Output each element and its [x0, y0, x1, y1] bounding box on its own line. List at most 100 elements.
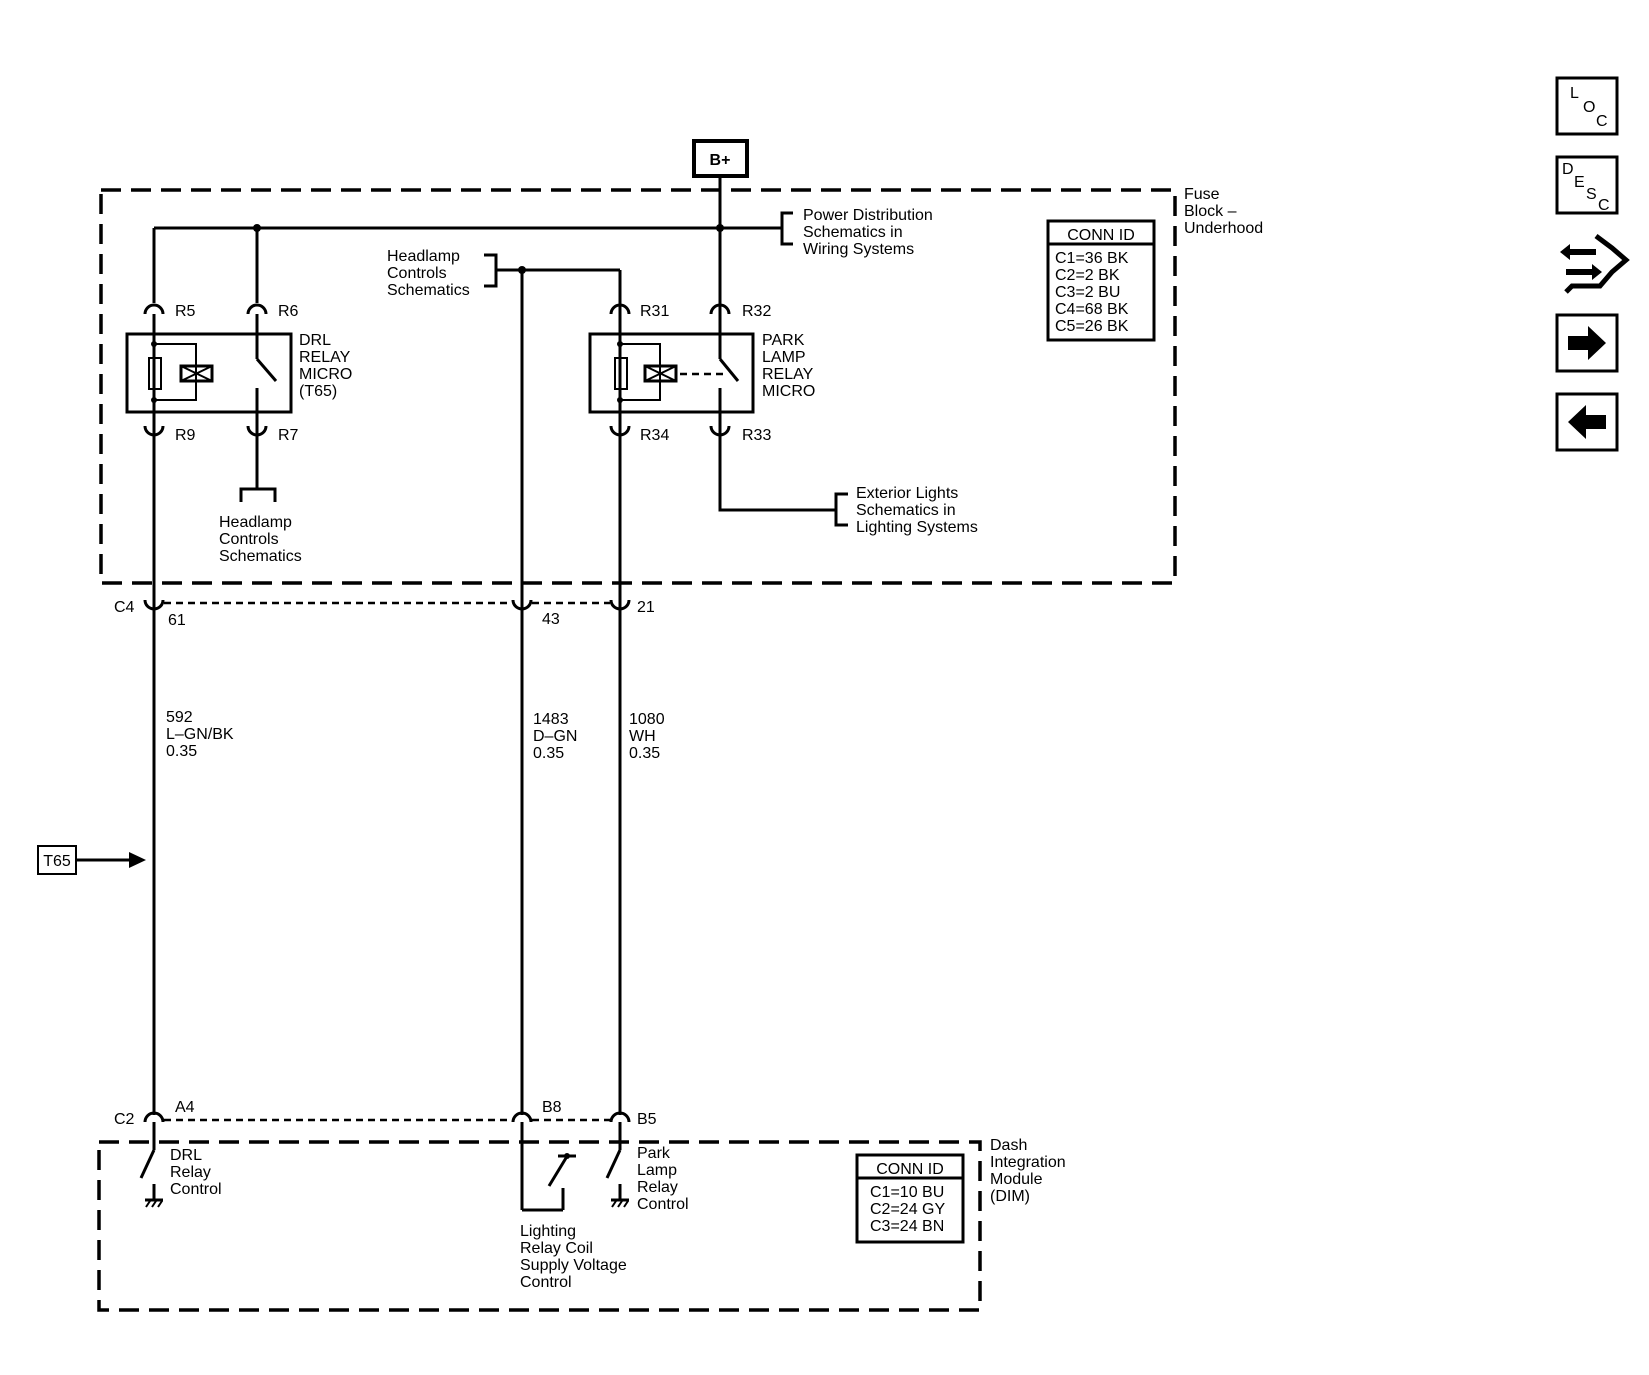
park-relay-control-switch: Park Lamp Relay Control: [605, 1122, 689, 1213]
desc-letter-s: S: [1586, 186, 1597, 203]
drl-relay-label-2: RELAY: [299, 349, 351, 366]
headlamp-ref-bottom-2: Controls: [219, 531, 279, 548]
headlamp-controls-reference-bottom: Headlamp Controls Schematics: [219, 426, 302, 565]
power-bus-wiring: [152, 176, 782, 303]
drl-pin-r7: R7: [278, 427, 299, 444]
park-relay-label-4: MICRO: [762, 383, 815, 400]
park-pin-r33: R33: [742, 427, 771, 444]
headlamp-ref-bottom-3: Schematics: [219, 548, 302, 565]
park-control-1: Park: [637, 1145, 671, 1162]
park-relay-label-3: RELAY: [762, 366, 814, 383]
dim-conn-line-3: C3=24 BN: [870, 1218, 944, 1235]
dim-conn-title: CONN ID: [876, 1161, 944, 1178]
dim-conn-line-2: C2=24 GY: [870, 1201, 945, 1218]
exterior-ref-1: Exterior Lights: [856, 485, 958, 502]
exterior-ref-2: Schematics in: [856, 502, 956, 519]
fuse-block-conn-id-table: CONN ID C1=36 BK C2=2 BK C3=2 BU C4=68 B…: [1046, 219, 1156, 342]
arrow-right-icon: [1568, 326, 1606, 360]
drl-relay-control-switch: DRL Relay Control: [139, 1122, 222, 1208]
fuse-block-outline: [99, 188, 1177, 585]
wire-label-592: 592 L–GN/BK 0.35: [166, 709, 234, 760]
arrow-left-icon: [1568, 405, 1606, 439]
desc-button[interactable]: D E S C: [1555, 155, 1619, 215]
drl-pin-r5: R5: [175, 303, 196, 320]
wire-label-1483: 1483 D–GN 0.35: [533, 711, 577, 762]
dim-module-label: Dash Integration Module (DIM): [990, 1137, 1066, 1205]
drl-control-2: Relay: [170, 1164, 211, 1181]
power-dist-line-2: Schematics in: [803, 224, 903, 241]
headlamp-ref-bottom-1: Headlamp: [219, 514, 292, 531]
dim-conn-id-table: CONN ID C1=10 BU C2=24 GY C3=24 BN: [855, 1153, 965, 1244]
power-dist-line-3: Wiring Systems: [803, 241, 914, 258]
drl-relay-label-4: (T65): [299, 383, 337, 400]
lighting-relay-supply-control: Lighting Relay Coil Supply Voltage Contr…: [520, 1122, 627, 1291]
connector-plug-icon[interactable]: [1560, 234, 1630, 294]
wire-592-color: L–GN/BK: [166, 726, 234, 743]
fuse-conn-line-4: C4=68 BK: [1055, 301, 1129, 318]
connector-c4-name: C4: [114, 599, 135, 616]
drl-control-3: Control: [170, 1181, 222, 1198]
loc-letter-o: O: [1583, 99, 1595, 116]
park-relay-label-2: LAMP: [762, 349, 806, 366]
connector-c4-pin-21: 21: [637, 599, 655, 616]
t65-label: T65: [43, 853, 71, 870]
loc-letter-l: L: [1570, 85, 1579, 102]
park-control-2: Lamp: [637, 1162, 677, 1179]
drl-relay-label-3: MICRO: [299, 366, 352, 383]
t65-reference[interactable]: T65: [37, 845, 146, 875]
exterior-lights-reference: Exterior Lights Schematics in Lighting S…: [718, 426, 978, 536]
next-page-button[interactable]: [1555, 313, 1619, 373]
power-dist-line-1: Power Distribution: [803, 207, 933, 224]
wire-1080-gauge: 0.35: [629, 745, 660, 762]
drl-pin-r6: R6: [278, 303, 299, 320]
dim-conn-line-1: C1=10 BU: [870, 1184, 944, 1201]
park-control-4: Control: [637, 1196, 689, 1213]
headlamp-ref-top-3: Schematics: [387, 282, 470, 299]
wire-label-1080: 1080 WH 0.35: [629, 711, 665, 762]
connector-c4-pin-61: 61: [168, 612, 186, 629]
loc-button[interactable]: L O C: [1555, 76, 1619, 136]
connector-c4: C4 61 43 21: [114, 599, 655, 629]
dim-label-1: Dash: [990, 1137, 1027, 1154]
dim-label-4: (DIM): [990, 1188, 1030, 1205]
desc-letter-e: E: [1574, 174, 1585, 191]
park-lamp-relay: R31 R32 R34 R33 PARK LAMP RELAY MICRO: [588, 303, 815, 444]
wire-1080-color: WH: [629, 728, 656, 745]
connector-c4-pin-43: 43: [542, 611, 560, 628]
wire-592-gauge: 0.35: [166, 743, 197, 760]
wire-1080-circuit: 1080: [629, 711, 665, 728]
wire-1483-circuit: 1483: [533, 711, 569, 728]
exterior-ref-3: Lighting Systems: [856, 519, 978, 536]
drl-control-1: DRL: [170, 1147, 202, 1164]
park-pin-r32: R32: [742, 303, 771, 320]
fuse-conn-line-3: C3=2 BU: [1055, 284, 1120, 301]
connector-c2-pin-b8: B8: [542, 1099, 562, 1116]
lighting-control-3: Supply Voltage: [520, 1257, 627, 1274]
dim-label-3: Module: [990, 1171, 1043, 1188]
connector-c2-pin-b5: B5: [637, 1111, 657, 1128]
fuse-conn-line-2: C2=2 BK: [1055, 267, 1120, 284]
headlamp-ref-top-1: Headlamp: [387, 248, 460, 265]
park-control-3: Relay: [637, 1179, 678, 1196]
drl-relay: R5 R6 R9 R7 DRL RELAY MICRO (T65): [125, 303, 352, 444]
wire-1483-color: D–GN: [533, 728, 577, 745]
fuse-block-label-3: Underhood: [1184, 220, 1263, 237]
circuit-wires: [152, 270, 622, 1115]
park-pin-r31: R31: [640, 303, 669, 320]
headlamp-controls-reference-top: Headlamp Controls Schematics: [387, 248, 622, 303]
loc-letter-c: C: [1596, 113, 1608, 130]
wire-592-circuit: 592: [166, 709, 193, 726]
wire-1483-gauge: 0.35: [533, 745, 564, 762]
drl-relay-label-1: DRL: [299, 332, 331, 349]
power-distribution-reference: Power Distribution Schematics in Wiring …: [780, 207, 933, 258]
power-source-b-plus: B+: [692, 139, 749, 178]
desc-letter-c: C: [1598, 197, 1610, 214]
previous-page-button[interactable]: [1555, 392, 1619, 452]
fuse-conn-title: CONN ID: [1067, 227, 1135, 244]
dim-label-2: Integration: [990, 1154, 1066, 1171]
connector-c2: C2 A4 B8 B5: [114, 1099, 657, 1128]
fuse-block-label-1: Fuse: [1184, 186, 1220, 203]
fuse-block-label: Fuse Block – Underhood: [1184, 186, 1263, 237]
power-source-label: B+: [710, 152, 731, 169]
fuse-conn-line-1: C1=36 BK: [1055, 250, 1129, 267]
